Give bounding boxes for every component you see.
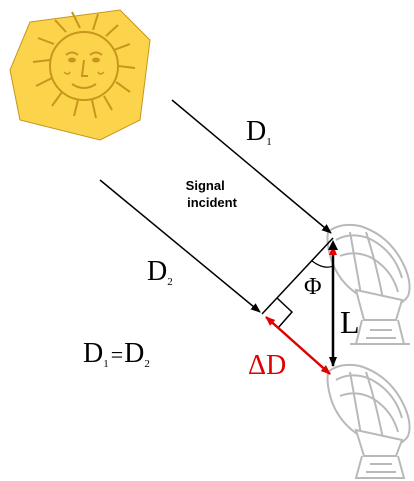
sun-icon xyxy=(9,9,151,141)
d2-label: D2 xyxy=(147,256,173,288)
equation-d1-equals-d2: D1=D2 xyxy=(83,338,150,370)
wavefront-line xyxy=(261,237,334,315)
antenna-dish-icon xyxy=(326,223,411,345)
delta-d-arrow xyxy=(265,316,331,375)
delta-d-label: ΔD xyxy=(248,350,286,381)
signal-incident-label: Signal incident xyxy=(186,178,238,210)
d1-label: D1 xyxy=(246,116,272,148)
baseline-label: L xyxy=(340,304,360,340)
ray-d1-arrow xyxy=(171,99,332,234)
antenna-dish-icon xyxy=(326,363,411,479)
right-angle-marker xyxy=(276,297,294,329)
ray-d2-arrow xyxy=(99,179,261,313)
phi-label: Φ xyxy=(304,274,322,300)
phi-angle-arc xyxy=(311,260,334,268)
